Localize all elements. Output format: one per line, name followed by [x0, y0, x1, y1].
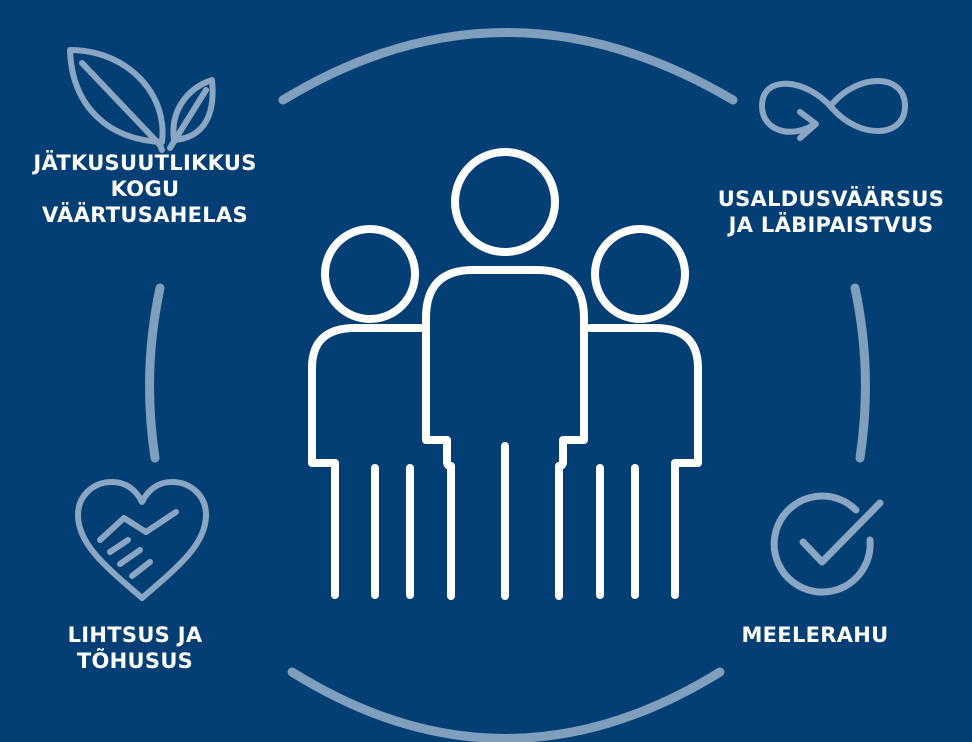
- people-group-icon: [308, 148, 702, 600]
- leaf-icon: [67, 47, 216, 153]
- label-sustainability: JÄTKUSUUTLIKKUS KOGU VÄÄRTUSAHELAS: [33, 151, 257, 227]
- ring-arc-right: [850, 283, 870, 463]
- ring-arc-top: [278, 28, 738, 105]
- ring-arc-bottom: [287, 667, 725, 742]
- check-circle-icon: [770, 492, 884, 596]
- label-simplicity-efficiency: LIHTSUS JA TÕHUSUS: [67, 623, 203, 673]
- ring-arc-left: [145, 283, 165, 463]
- infinity-arrow-icon: [759, 78, 908, 141]
- label-trust-transparency: USALDUSVÄÄRSUS JA LÄBIPAISTVUS: [717, 187, 945, 237]
- ring: [145, 28, 870, 742]
- label-peace-of-mind: MEELERAHU: [741, 623, 889, 647]
- heart-handshake-icon: [75, 479, 209, 601]
